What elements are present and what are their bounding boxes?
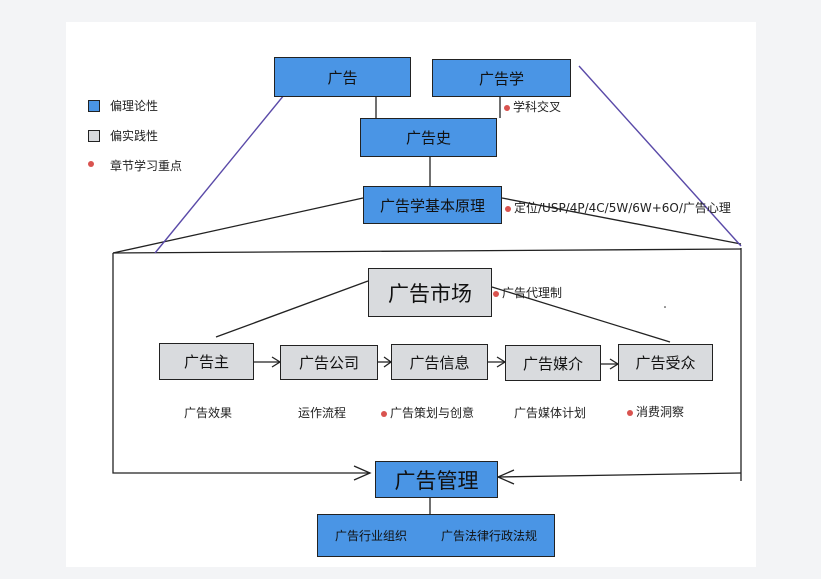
- legend-practice-swatch: [88, 130, 100, 142]
- node-market[interactable]: 广告市场: [368, 268, 492, 317]
- legend-theory-label: 偏理论性: [110, 99, 159, 113]
- node-audience-label: 广告受众: [635, 354, 696, 372]
- node-advertiser[interactable]: 广告主: [159, 343, 254, 380]
- connector-right-to-management: [497, 472, 742, 478]
- roof-right: [501, 197, 742, 245]
- node-agency-label: 广告公司: [298, 354, 359, 372]
- market-branch-right: [491, 286, 671, 343]
- node-management-label: 广告管理: [394, 468, 479, 493]
- market-branch-left: [215, 280, 369, 338]
- node-law-label: 广告法律行政法规: [440, 529, 537, 543]
- node-advertising-science-label: 广告学: [478, 69, 524, 88]
- key-point-dot: [627, 409, 633, 416]
- node-message[interactable]: 广告信息: [391, 344, 488, 380]
- key-point-dot: [493, 290, 499, 297]
- frame-top: [112, 248, 742, 254]
- note-media: 广告媒体计划: [514, 406, 587, 420]
- key-point-dot: [505, 205, 511, 212]
- note-advertiser: 广告效果: [184, 406, 233, 420]
- key-point-dot: [504, 104, 510, 111]
- node-media[interactable]: 广告媒介: [505, 345, 601, 381]
- note-message: 广告策划与创意: [381, 404, 474, 421]
- legend-practice-label: 偏实践性: [110, 129, 159, 143]
- purple-line-right: [578, 65, 742, 247]
- note-market: 广告代理制: [493, 284, 562, 301]
- node-industry-org-label: 广告行业组织: [334, 529, 407, 543]
- note-interdisciplinary: 学科交叉: [504, 98, 561, 115]
- node-principles-label: 广告学基本原理: [379, 196, 485, 215]
- node-agency[interactable]: 广告公司: [280, 345, 378, 380]
- node-advertising[interactable]: 广告: [274, 57, 411, 97]
- node-advertising-label: 广告: [327, 68, 358, 87]
- node-message-label: 广告信息: [409, 353, 470, 372]
- arrowhead-left-to-management: [353, 465, 372, 481]
- node-management-detail[interactable]: 广告行业组织 广告法律行政法规: [317, 514, 555, 557]
- node-principles[interactable]: 广告学基本原理: [363, 186, 502, 224]
- node-audience[interactable]: 广告受众: [618, 344, 713, 381]
- node-history-label: 广告史: [405, 129, 451, 147]
- arrowhead-right-to-management: [496, 469, 515, 485]
- node-management[interactable]: 广告管理: [375, 461, 498, 498]
- legend-key-label: 章节学习重点: [110, 159, 183, 173]
- legend-key-dot: [88, 161, 94, 167]
- note-agency: 运作流程: [298, 406, 347, 420]
- node-history[interactable]: 广告史: [360, 118, 497, 157]
- frame-left: [112, 253, 370, 474]
- key-point-dot: [381, 410, 387, 417]
- note-audience: 消费洞察: [627, 403, 684, 420]
- node-media-label: 广告媒介: [522, 354, 583, 373]
- note-principles: 定位/USP/4P/4C/5W/6W+6O/广告心理: [505, 199, 731, 216]
- stray-dot: [664, 306, 666, 308]
- node-advertiser-label: 广告主: [183, 353, 229, 371]
- node-advertising-science[interactable]: 广告学: [432, 59, 571, 97]
- node-market-label: 广告市场: [388, 281, 472, 306]
- legend-theory-swatch: [88, 100, 100, 112]
- roof-left: [112, 197, 364, 254]
